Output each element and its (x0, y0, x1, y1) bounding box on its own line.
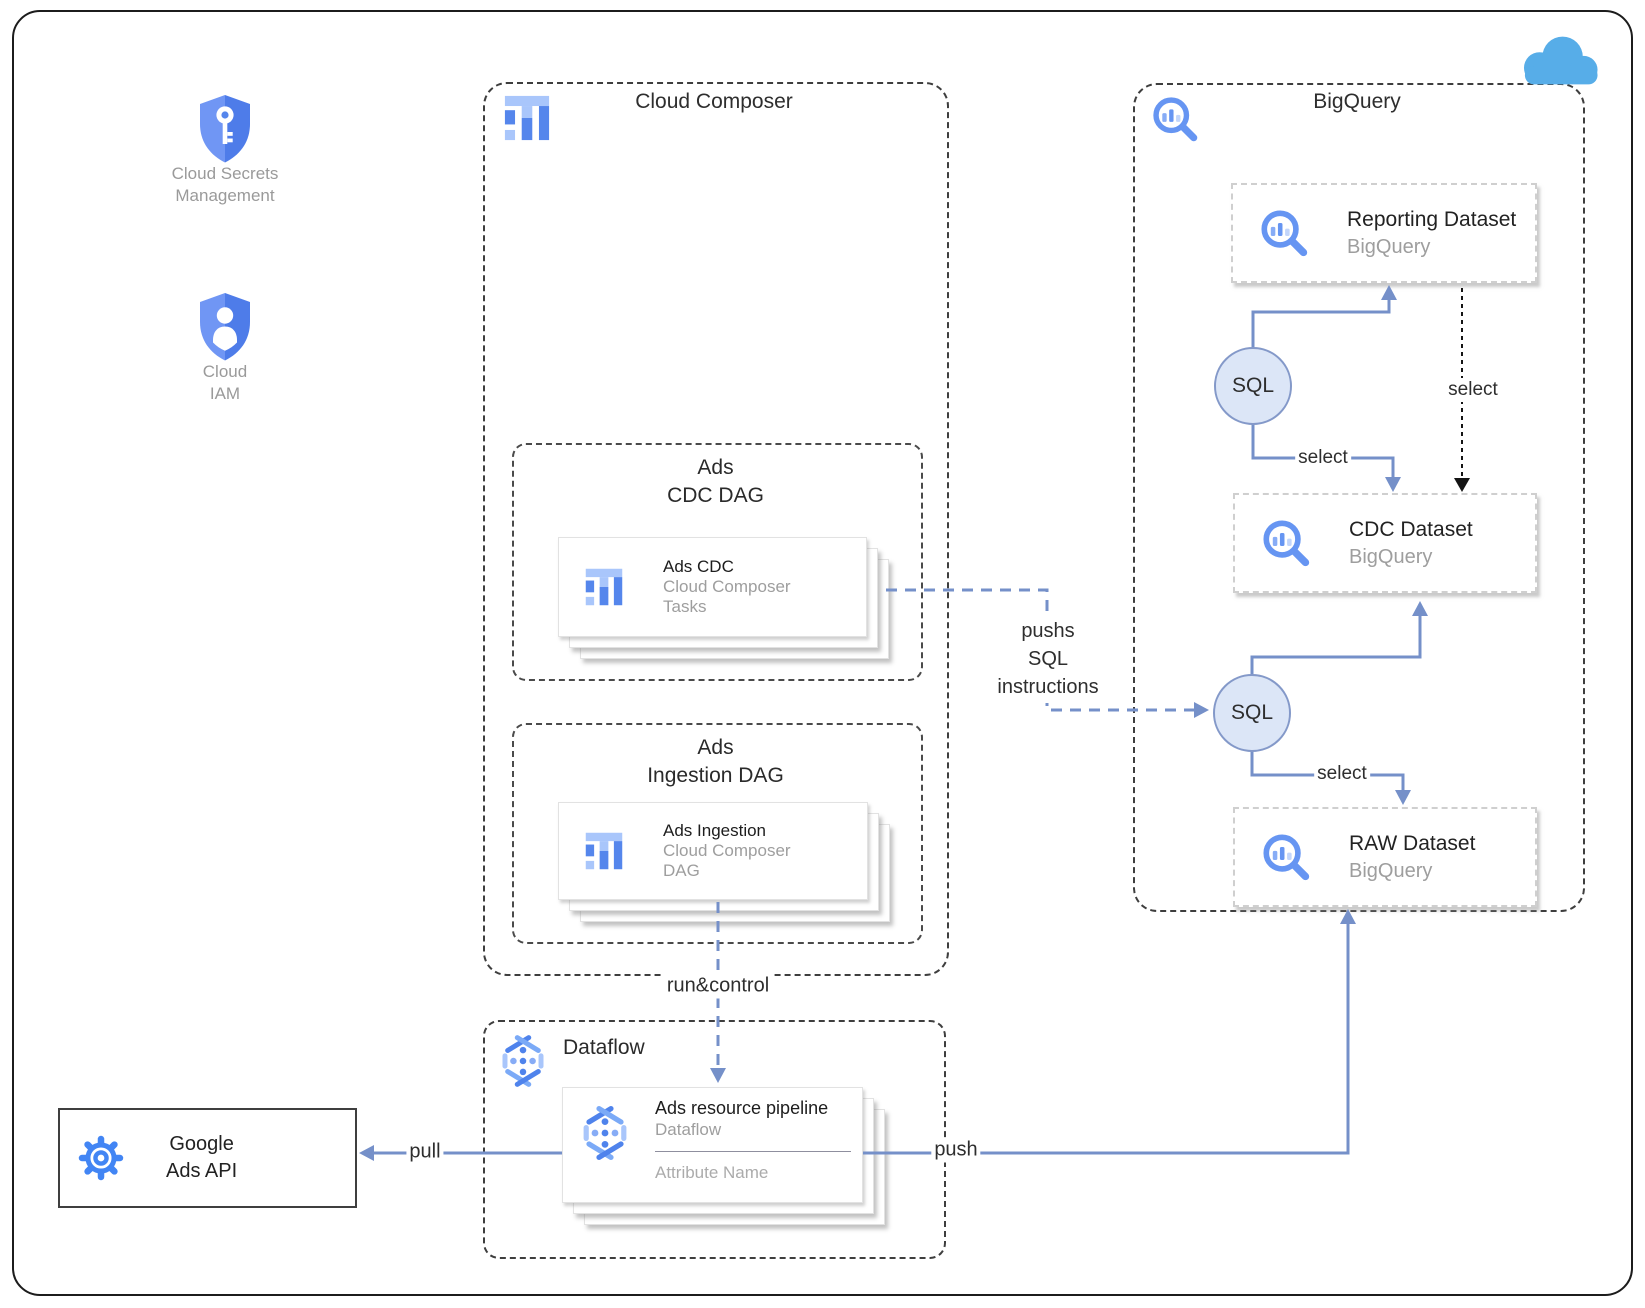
dataflow-icon (500, 1032, 546, 1090)
raw-dataset-sub: BigQuery (1349, 859, 1433, 882)
bigquery-title: BigQuery (1313, 90, 1401, 113)
ads-ingestion-card-sub1: Cloud Composer (663, 841, 791, 860)
ads-cdc-dag-title-line2: CDC DAG (667, 484, 764, 507)
ads-cdc-dag-title-line1: Ads (697, 456, 734, 479)
reporting-dataset-box: Reporting Dataset BigQuery (1231, 183, 1537, 283)
raw-dataset-box: RAW Dataset BigQuery (1233, 807, 1537, 907)
pipeline-card-sub: Dataflow (655, 1120, 722, 1139)
pushs-sql-line1: pushs (1021, 620, 1075, 642)
cdc-dataset-box: CDC Dataset BigQuery (1233, 493, 1537, 593)
ads-ingestion-dag-card: Ads Ingestion Cloud Composer DAG (558, 802, 890, 922)
cloud-icon (1512, 32, 1604, 89)
cdc-dataset-title: CDC Dataset (1349, 517, 1473, 541)
cloud-iam-label-line2: IAM (209, 384, 241, 403)
edge-label-select-dashed: select (1445, 378, 1501, 402)
bigquery-icon (1260, 515, 1312, 571)
cloud-secrets-label-line1: Cloud Secrets (171, 164, 279, 183)
edge-label-pushs-sql: pushs SQL instructions (991, 615, 1105, 703)
cloud-composer-icon (585, 567, 623, 607)
cloud-iam-label-line1: Cloud (202, 362, 248, 381)
cdc-dataset-sub: BigQuery (1349, 545, 1433, 568)
cloud-secrets-label-line2: Management (175, 186, 275, 205)
raw-dataset-title: RAW Dataset (1349, 831, 1476, 855)
ads-cdc-dag-title: Ads CDC DAG (512, 454, 919, 510)
edge-label-select-sql1: select (1295, 446, 1351, 470)
google-ads-api-line2: Ads API (166, 1160, 238, 1182)
google-ads-api-label: Google Ads API (166, 1131, 237, 1185)
reporting-dataset-sub: BigQuery (1347, 235, 1431, 258)
google-ads-api-line1: Google (169, 1133, 234, 1155)
cloud-composer-title: Cloud Composer (635, 90, 793, 113)
ads-resource-pipeline-card: Ads resource pipeline Dataflow Attribute… (562, 1087, 885, 1225)
dataflow-icon (581, 1103, 629, 1163)
pipeline-card-title: Ads resource pipeline (655, 1098, 829, 1118)
cloud-secrets-icon (197, 94, 253, 164)
cloud-secrets-label: Cloud Secrets Management (125, 163, 325, 207)
ads-ingestion-dag-title-line1: Ads (697, 736, 734, 759)
pushs-sql-line2: SQL (1027, 648, 1069, 670)
cloud-composer-icon (585, 831, 623, 871)
edge-label-run-control: run&control (663, 973, 773, 999)
ads-cdc-card-sub1: Cloud Composer (663, 577, 791, 596)
edge-label-select-sql2: select (1314, 762, 1370, 786)
gear-icon (78, 1134, 124, 1182)
bigquery-icon (1258, 205, 1310, 261)
ads-cdc-card-sub2: Tasks (663, 597, 707, 616)
dataflow-title: Dataflow (563, 1036, 645, 1059)
edge-label-push: push (931, 1137, 981, 1163)
bigquery-container (1133, 83, 1585, 912)
pushs-sql-line3: instructions (997, 676, 1099, 698)
ads-ingestion-dag-title: Ads Ingestion DAG (512, 734, 919, 790)
outer-frame (12, 10, 1633, 1296)
edge-label-pull: pull (406, 1139, 444, 1165)
ads-cdc-dag-container (512, 443, 923, 681)
ads-ingestion-card-title: Ads Ingestion (663, 821, 767, 840)
sql-node-upper: SQL (1214, 347, 1292, 425)
ads-cdc-card-title: Ads CDC (663, 557, 734, 576)
cloud-iam-label: Cloud IAM (125, 361, 325, 405)
google-ads-api-box: Google Ads API (58, 1108, 357, 1208)
bigquery-icon (1260, 829, 1312, 885)
pipeline-card-attribute: Attribute Name (655, 1163, 769, 1182)
ads-ingestion-card-sub2: DAG (663, 861, 700, 880)
cloud-iam-icon (197, 292, 253, 362)
reporting-dataset-title: Reporting Dataset (1347, 207, 1517, 231)
sql-node-lower: SQL (1213, 674, 1291, 752)
ads-ingestion-dag-title-line2: Ingestion DAG (647, 764, 784, 787)
ads-cdc-task-card: Ads CDC Cloud Composer Tasks (558, 537, 889, 659)
pipeline-card-divider (655, 1151, 851, 1152)
